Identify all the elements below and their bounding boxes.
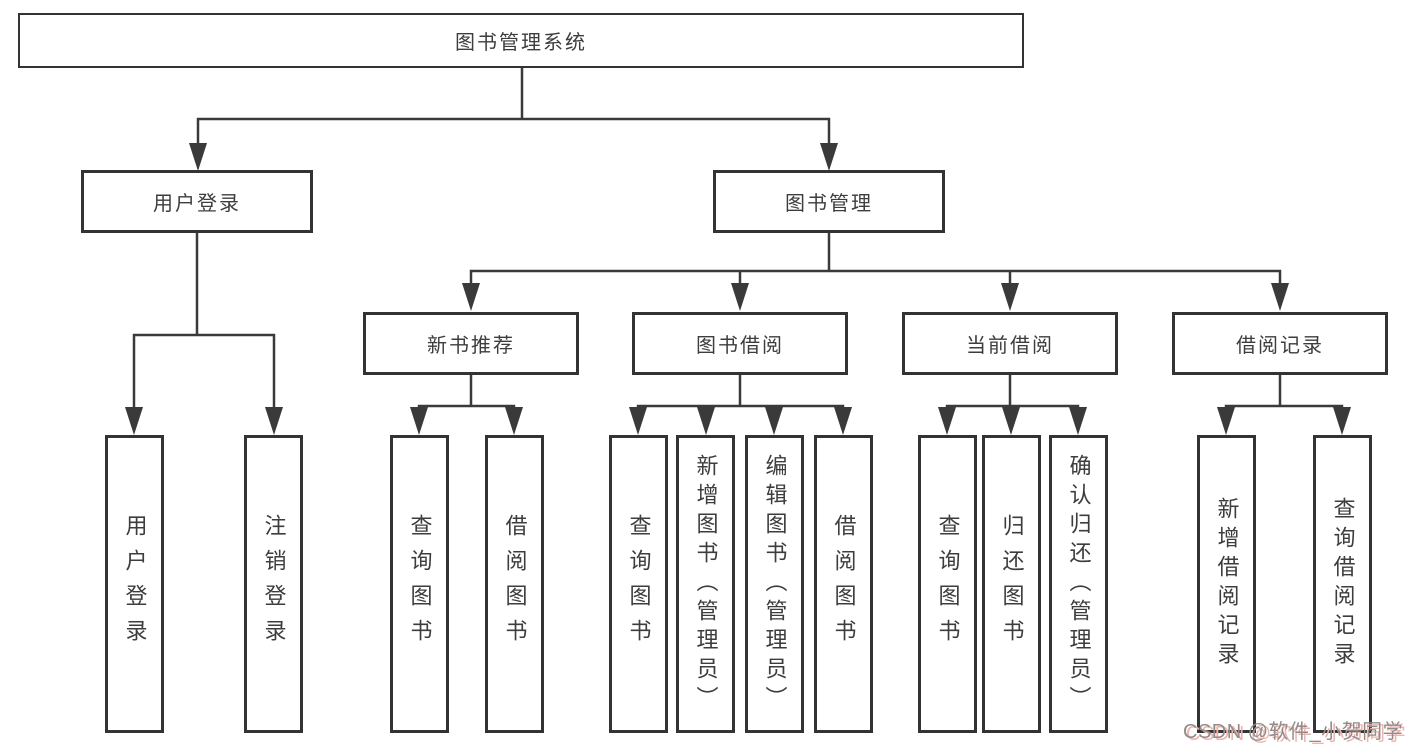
leaf-borrow-books-recommend: 借阅图书 bbox=[485, 435, 544, 733]
connector-book-management-level3 bbox=[469, 233, 1282, 287]
leaf-edit-book-admin-label: 编辑图书（管理员） bbox=[762, 453, 788, 715]
connector-borrow-records-leaves bbox=[1224, 375, 1344, 409]
leaf-add-borrow-record: 新增借阅记录 bbox=[1197, 435, 1256, 733]
leaf-logout-label: 注销登录 bbox=[261, 514, 287, 654]
watermark: CSDN @软件_小贺同学 bbox=[1183, 721, 1404, 743]
connector-user-login-leaves bbox=[132, 233, 276, 409]
leaf-query-books-current: 查询图书 bbox=[918, 435, 977, 733]
leaf-query-books-borrow-label: 查询图书 bbox=[626, 514, 652, 654]
leaf-query-books-current-label: 查询图书 bbox=[935, 514, 961, 654]
node-root: 图书管理系统 bbox=[18, 13, 1024, 68]
leaf-borrow-books-borrow: 借阅图书 bbox=[814, 435, 873, 733]
connector-root-level2 bbox=[196, 68, 831, 145]
node-new-book-recommend: 新书推荐 bbox=[363, 312, 579, 375]
leaf-add-borrow-record-label: 新增借阅记录 bbox=[1214, 497, 1240, 671]
leaf-query-borrow-record: 查询借阅记录 bbox=[1313, 435, 1372, 733]
leaf-query-borrow-record-label: 查询借阅记录 bbox=[1330, 497, 1356, 671]
leaf-borrow-books-borrow-label: 借阅图书 bbox=[831, 514, 857, 654]
connector-new-book-recommend-leaves bbox=[417, 375, 516, 409]
leaf-query-books-borrow: 查询图书 bbox=[609, 435, 668, 733]
leaf-confirm-return-admin: 确认归还（管理员） bbox=[1049, 435, 1108, 733]
node-borrow-records: 借阅记录 bbox=[1172, 312, 1388, 375]
node-current-borrow: 当前借阅 bbox=[902, 312, 1118, 375]
leaf-query-books-recommend-label: 查询图书 bbox=[407, 514, 433, 654]
node-root-label: 图书管理系统 bbox=[455, 32, 587, 54]
leaf-borrow-books-recommend-label: 借阅图书 bbox=[502, 514, 528, 654]
leaf-query-books-recommend: 查询图书 bbox=[390, 435, 449, 733]
node-new-book-recommend-label: 新书推荐 bbox=[427, 335, 515, 357]
node-book-management: 图书管理 bbox=[713, 170, 945, 233]
node-user-login-label: 用户登录 bbox=[153, 193, 241, 215]
leaf-add-book-admin: 新增图书（管理员） bbox=[676, 435, 735, 733]
leaf-user-login-label: 用户登录 bbox=[122, 514, 148, 654]
node-book-borrow: 图书借阅 bbox=[632, 312, 848, 375]
node-user-login: 用户登录 bbox=[81, 170, 313, 233]
leaf-logout: 注销登录 bbox=[244, 435, 303, 733]
leaf-return-book-label: 归还图书 bbox=[999, 514, 1025, 654]
connector-current-borrow-leaves bbox=[945, 375, 1080, 409]
node-book-management-label: 图书管理 bbox=[785, 193, 873, 215]
node-book-borrow-label: 图书借阅 bbox=[696, 335, 784, 357]
leaf-confirm-return-admin-label: 确认归还（管理员） bbox=[1066, 453, 1092, 715]
node-borrow-records-label: 借阅记录 bbox=[1236, 335, 1324, 357]
node-current-borrow-label: 当前借阅 bbox=[966, 335, 1054, 357]
leaf-user-login: 用户登录 bbox=[105, 435, 164, 733]
leaf-return-book: 归还图书 bbox=[982, 435, 1041, 733]
connector-book-borrow-leaves bbox=[636, 375, 845, 409]
leaf-edit-book-admin: 编辑图书（管理员） bbox=[745, 435, 804, 733]
leaf-add-book-admin-label: 新增图书（管理员） bbox=[693, 453, 719, 715]
